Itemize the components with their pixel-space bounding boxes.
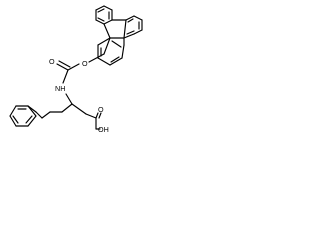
- atom-labels: O O NH O OH: [49, 57, 109, 134]
- bond: [25, 115, 33, 124]
- bond: [103, 37, 111, 55]
- bond: [109, 57, 123, 66]
- bond: [85, 113, 97, 119]
- acid-oxygen-label: O: [98, 105, 104, 114]
- carbamate-oxygen-label: O: [82, 59, 88, 68]
- bond: [97, 37, 111, 46]
- bond: [12, 115, 19, 124]
- bond: [98, 112, 102, 119]
- bond: [125, 15, 135, 21]
- carbonyl-oxygen-label: O: [49, 57, 55, 66]
- bond: [103, 19, 113, 25]
- bond: [103, 5, 113, 11]
- structure-drawing: O O NH O OH: [9, 5, 143, 134]
- bond: [67, 63, 80, 71]
- bond: [111, 40, 122, 48]
- bond: [123, 19, 127, 39]
- molecule-canvas: O O NH O OH: [0, 0, 162, 155]
- bond: [61, 103, 73, 113]
- bond: [95, 112, 99, 119]
- bond: [95, 19, 105, 25]
- bond: [127, 18, 134, 23]
- bond: [97, 17, 105, 22]
- bond: [27, 105, 37, 117]
- acid-hydroxyl-label: OH: [98, 125, 109, 134]
- bond: [133, 15, 143, 21]
- bond: [103, 23, 111, 39]
- bond: [65, 93, 73, 105]
- bond: [58, 60, 71, 68]
- acid-chain: [85, 112, 102, 130]
- bond: [88, 53, 105, 63]
- bond: [71, 103, 87, 115]
- bond: [27, 115, 37, 127]
- bond: [95, 5, 105, 11]
- bond: [133, 29, 143, 35]
- bond: [110, 56, 120, 63]
- bond: [97, 8, 105, 13]
- benzyl-group: [9, 105, 63, 127]
- bond: [56, 63, 69, 71]
- bond: [121, 44, 125, 59]
- bond: [9, 115, 17, 127]
- fluorenyl-group: [95, 5, 143, 66]
- bond: [9, 105, 17, 117]
- linker-and-carbamate: [56, 37, 111, 115]
- bond: [123, 33, 135, 39]
- bond: [97, 57, 111, 66]
- amine-label: NH: [55, 84, 65, 93]
- bond: [62, 69, 69, 84]
- bond: [35, 111, 43, 119]
- bond: [41, 111, 51, 119]
- bond: [126, 30, 135, 35]
